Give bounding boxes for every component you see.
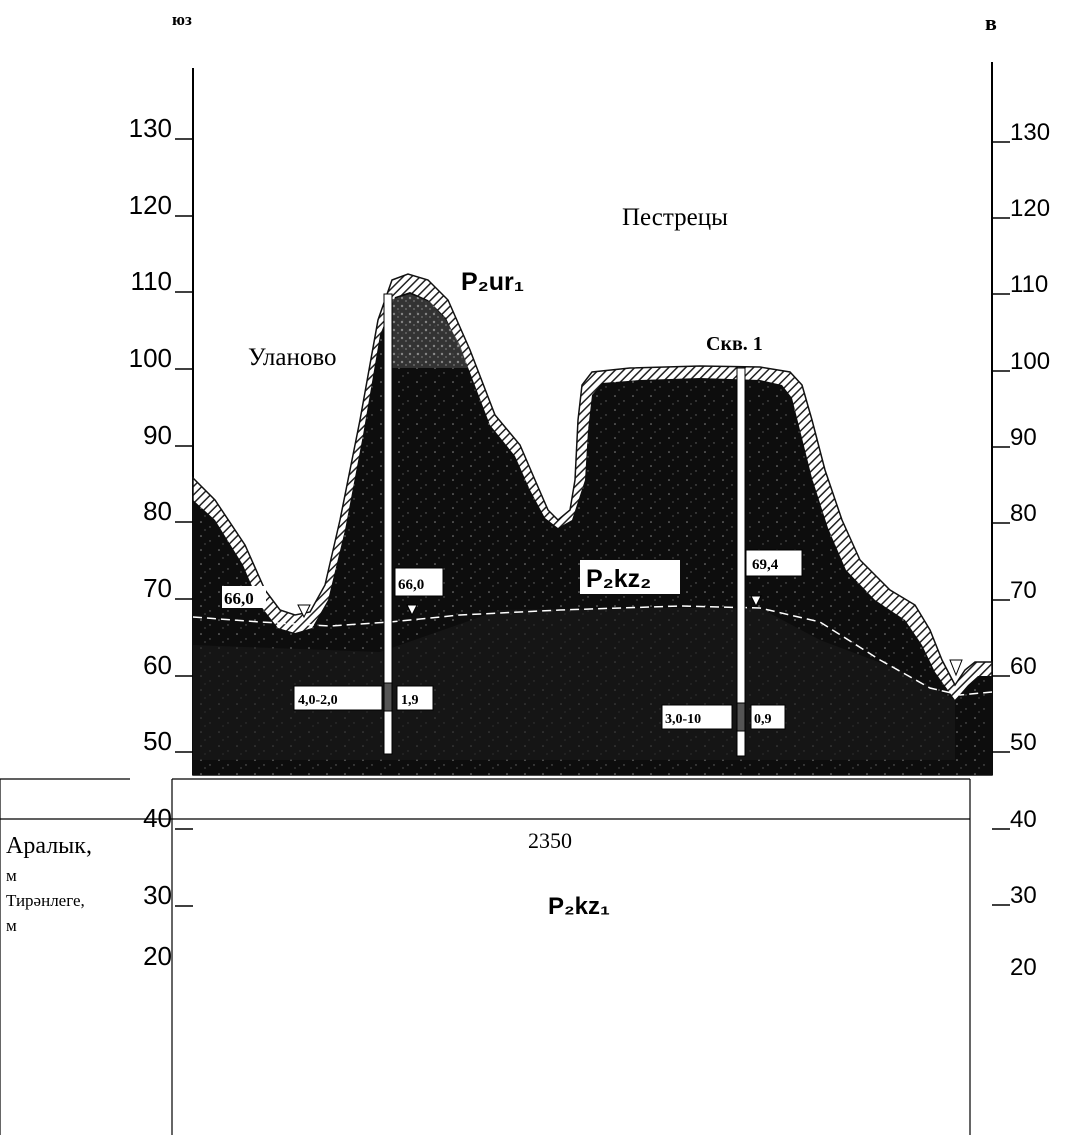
place-label-ulanovo: Уланово: [248, 344, 336, 371]
table-label-depth: Тирәнлеге,: [6, 891, 85, 910]
well2-interval-box: [661, 704, 733, 730]
right-tick-label: 130: [1010, 119, 1050, 146]
well-label-skv1: Скв. 1: [706, 333, 763, 355]
unit-label-kz2-bg: [580, 560, 680, 594]
place-label-pestretsy: Пестрецы: [622, 204, 728, 231]
left-tick-label: 70: [143, 573, 172, 603]
right-tick-label: 50: [1010, 729, 1037, 756]
left-tick-label: 60: [143, 650, 172, 680]
right-axis-ticks: 130 120 110 100 90 80 70 60 50 40 30 20: [992, 119, 1050, 981]
level-label-left-valley: 66,0: [224, 589, 254, 608]
well1-value-box: [396, 685, 434, 711]
well-2-screen: [736, 702, 746, 732]
water-table-line: [192, 605, 993, 696]
unit-label-kz1-bg: [543, 887, 623, 921]
water-level-marker-right: [949, 659, 963, 677]
left-tick-label: 50: [143, 726, 172, 756]
right-tick-label: 80: [1010, 500, 1037, 527]
right-tick-label: 90: [1010, 424, 1037, 451]
left-tick-label: 30: [143, 880, 172, 910]
left-tick-label: 110: [131, 266, 172, 296]
right-tick-label: 120: [1010, 195, 1050, 222]
water-level-marker-well2: [750, 595, 762, 608]
well1-interval: 4,0-2,0: [298, 693, 338, 708]
well2-value: 0,9: [754, 712, 772, 727]
left-tick-label: 120: [129, 190, 172, 220]
table-label-depth-unit: м: [6, 916, 17, 935]
level-label-well1-bg: [394, 567, 444, 597]
well-1-column: [383, 293, 393, 755]
direction-label-southwest: юз: [172, 10, 192, 29]
right-tick-label: 20: [1010, 954, 1037, 981]
ur1-unit-body: [390, 294, 468, 368]
left-tick-label: 80: [143, 496, 172, 526]
distance-table: [0, 778, 971, 1135]
left-tick-label: 130: [129, 113, 172, 143]
unit-label-kz1: P₂kz₁: [548, 893, 610, 920]
well1-value: 1,9: [401, 693, 419, 708]
unit-label-kz2: P₂kz₂: [586, 565, 651, 593]
right-tick-label: 40: [1010, 806, 1037, 833]
right-tick-label: 70: [1010, 577, 1037, 604]
well-1-screen: [383, 682, 393, 712]
unit-label-ur1: P₂ur₁: [461, 268, 524, 296]
well1-interval-box: [293, 685, 383, 711]
water-level-marker-well1: [406, 604, 418, 617]
right-tick-label: 60: [1010, 653, 1037, 680]
left-axis-ticks: 130 120 110 100 90 80 70 60 50 40 30 20: [129, 113, 193, 971]
left-tick-label: 100: [129, 343, 172, 373]
table-label-distance: Аралык,: [6, 833, 92, 859]
level-label-left-bg: [222, 586, 266, 608]
left-tick-label: 40: [143, 803, 172, 833]
left-tick-label: 90: [143, 420, 172, 450]
level-label-well2-bg: [745, 549, 803, 577]
left-tick-label: 20: [143, 941, 172, 971]
level-label-well1: 66,0: [398, 577, 424, 593]
right-tick-label: 110: [1010, 271, 1048, 298]
water-level-marker-left: [297, 604, 311, 619]
direction-label-east: в: [985, 10, 997, 35]
right-tick-label: 30: [1010, 882, 1037, 909]
well2-interval: 3,0-10: [665, 712, 701, 727]
well2-value-box: [750, 704, 786, 730]
level-label-well2: 69,4: [752, 557, 779, 573]
table-label-distance-unit: м: [6, 866, 17, 885]
table-value-distance: 2350: [528, 828, 572, 853]
right-tick-label: 100: [1010, 348, 1050, 375]
well-2-column: [736, 367, 746, 757]
